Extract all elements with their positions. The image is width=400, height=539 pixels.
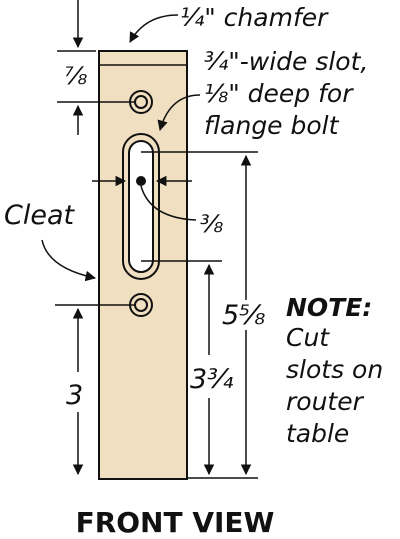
dim-lower-label: 3¾ <box>190 364 233 395</box>
note-line-1: Cut <box>286 323 330 352</box>
chamfer-leader <box>129 14 179 43</box>
cleat-label: Cleat <box>4 200 76 231</box>
dim-slot-length-label: 5⅝ <box>222 300 265 331</box>
slot-label-line-2: ⅛" deep for <box>204 79 354 108</box>
chamfer-label: ¼" chamfer <box>180 3 329 32</box>
dim-top <box>57 0 136 135</box>
slot-label-line-1: ¾"-wide slot, <box>204 47 368 76</box>
dim-slot-offset-label: ⅜ <box>200 210 223 238</box>
dim-top-label: ⅞ <box>64 62 87 90</box>
note-line-4: table <box>286 419 349 448</box>
bottom-hole <box>129 293 153 317</box>
slot-leader <box>157 94 201 132</box>
slot-label-line-3: flange bolt <box>204 111 340 140</box>
view-title: FRONT VIEW <box>76 506 275 539</box>
slot <box>122 133 160 280</box>
extension-lines <box>55 151 258 479</box>
note-title: NOTE: <box>286 293 372 322</box>
note-line-3: router <box>286 387 365 416</box>
cleat-leader <box>41 239 97 282</box>
slot-offset-leader <box>140 185 197 221</box>
dim-bottom-label: 3 <box>66 380 83 411</box>
note-line-2: slots on <box>286 355 383 384</box>
